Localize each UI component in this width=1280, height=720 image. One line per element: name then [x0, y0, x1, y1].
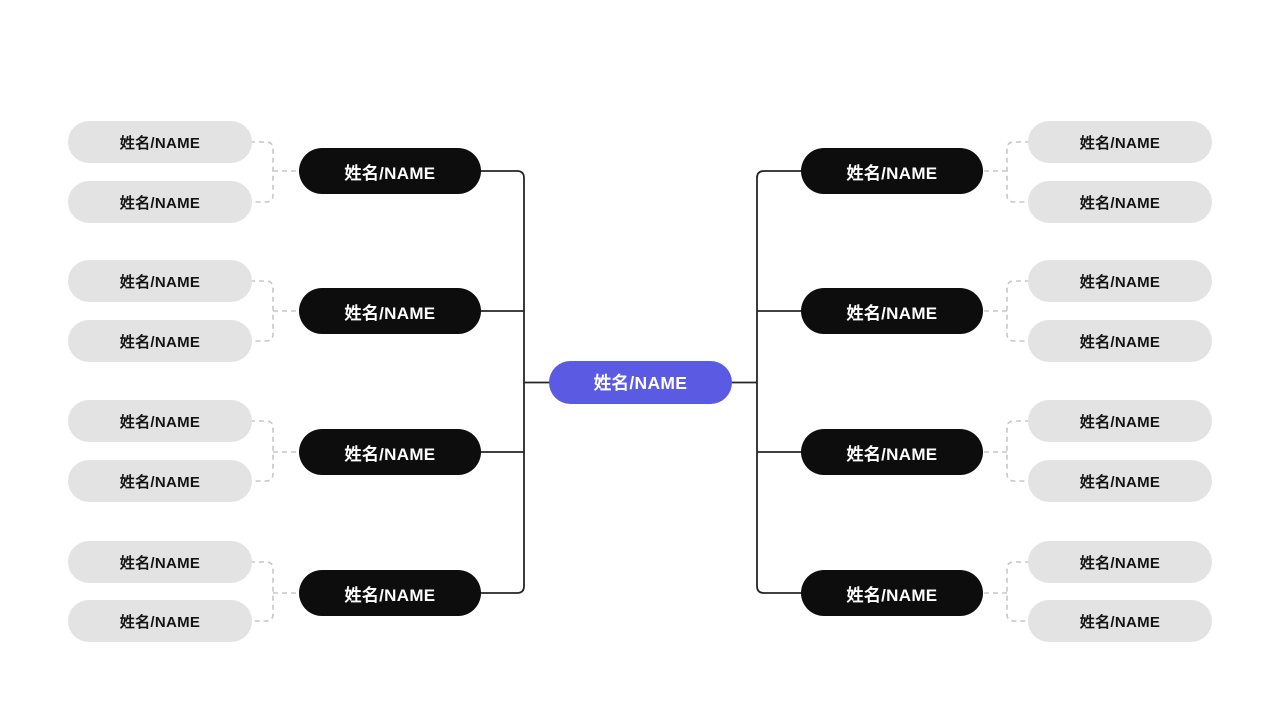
- leaf-node-right-3a[interactable]: 姓名/NAME: [1028, 541, 1212, 583]
- left-leaf-bracket-2: [250, 420, 301, 482]
- branch-node-right-1[interactable]: 姓名/NAME: [801, 288, 983, 334]
- leaf-label: 姓名/NAME: [119, 473, 201, 491]
- branch-node-left-3[interactable]: 姓名/NAME: [299, 570, 481, 616]
- leaf-label: 姓名/NAME: [119, 273, 201, 291]
- right-leaf-bracket-1: [979, 280, 1030, 342]
- leaf-label: 姓名/NAME: [1079, 554, 1161, 572]
- leaf-node-right-0b[interactable]: 姓名/NAME: [1028, 181, 1212, 223]
- leaf-node-right-3b[interactable]: 姓名/NAME: [1028, 600, 1212, 642]
- leaf-node-right-1b[interactable]: 姓名/NAME: [1028, 320, 1212, 362]
- leaf-label: 姓名/NAME: [119, 194, 201, 212]
- leaf-node-right-2a[interactable]: 姓名/NAME: [1028, 400, 1212, 442]
- branch-label: 姓名/NAME: [344, 585, 436, 605]
- leaf-label: 姓名/NAME: [1079, 473, 1161, 491]
- center-node-label: 姓名/NAME: [593, 373, 688, 393]
- left-trunk-connector: [478, 170, 552, 594]
- leaf-node-left-3a[interactable]: 姓名/NAME: [68, 541, 252, 583]
- branch-node-left-0[interactable]: 姓名/NAME: [299, 148, 481, 194]
- branch-label: 姓名/NAME: [344, 303, 436, 323]
- left-leaf-bracket-0: [250, 141, 301, 203]
- branch-label: 姓名/NAME: [846, 585, 938, 605]
- leaf-label: 姓名/NAME: [119, 333, 201, 351]
- branch-label: 姓名/NAME: [846, 303, 938, 323]
- leaf-node-right-0a[interactable]: 姓名/NAME: [1028, 121, 1212, 163]
- leaf-label: 姓名/NAME: [119, 554, 201, 572]
- leaf-node-left-2a[interactable]: 姓名/NAME: [68, 400, 252, 442]
- right-leaf-bracket-3: [979, 561, 1030, 622]
- leaf-label: 姓名/NAME: [1079, 613, 1161, 631]
- branch-label: 姓名/NAME: [846, 163, 938, 183]
- leaf-label: 姓名/NAME: [1079, 333, 1161, 351]
- branch-node-right-3[interactable]: 姓名/NAME: [801, 570, 983, 616]
- leaf-label: 姓名/NAME: [1079, 273, 1161, 291]
- leaf-label: 姓名/NAME: [1079, 194, 1161, 212]
- right-trunk-connector: [728, 170, 802, 594]
- right-leaf-bracket-0: [979, 141, 1030, 203]
- leaf-label: 姓名/NAME: [119, 413, 201, 431]
- left-leaf-bracket-1: [250, 280, 301, 342]
- leaf-node-left-3b[interactable]: 姓名/NAME: [68, 600, 252, 642]
- branch-node-left-2[interactable]: 姓名/NAME: [299, 429, 481, 475]
- leaf-node-left-0b[interactable]: 姓名/NAME: [68, 181, 252, 223]
- leaf-label: 姓名/NAME: [119, 613, 201, 631]
- branch-node-right-0[interactable]: 姓名/NAME: [801, 148, 983, 194]
- branch-label: 姓名/NAME: [344, 444, 436, 464]
- left-leaf-bracket-3: [250, 561, 301, 622]
- leaf-node-left-2b[interactable]: 姓名/NAME: [68, 460, 252, 502]
- branch-node-left-1[interactable]: 姓名/NAME: [299, 288, 481, 334]
- branch-node-right-2[interactable]: 姓名/NAME: [801, 429, 983, 475]
- leaf-node-left-1a[interactable]: 姓名/NAME: [68, 260, 252, 302]
- leaf-node-right-1a[interactable]: 姓名/NAME: [1028, 260, 1212, 302]
- leaf-label: 姓名/NAME: [119, 134, 201, 152]
- leaf-node-left-0a[interactable]: 姓名/NAME: [68, 121, 252, 163]
- right-leaf-bracket-2: [979, 420, 1030, 482]
- center-node[interactable]: 姓名/NAME: [549, 361, 732, 404]
- branch-label: 姓名/NAME: [344, 163, 436, 183]
- branch-label: 姓名/NAME: [846, 444, 938, 464]
- leaf-node-right-2b[interactable]: 姓名/NAME: [1028, 460, 1212, 502]
- leaf-label: 姓名/NAME: [1079, 134, 1161, 152]
- leaf-node-left-1b[interactable]: 姓名/NAME: [68, 320, 252, 362]
- leaf-label: 姓名/NAME: [1079, 413, 1161, 431]
